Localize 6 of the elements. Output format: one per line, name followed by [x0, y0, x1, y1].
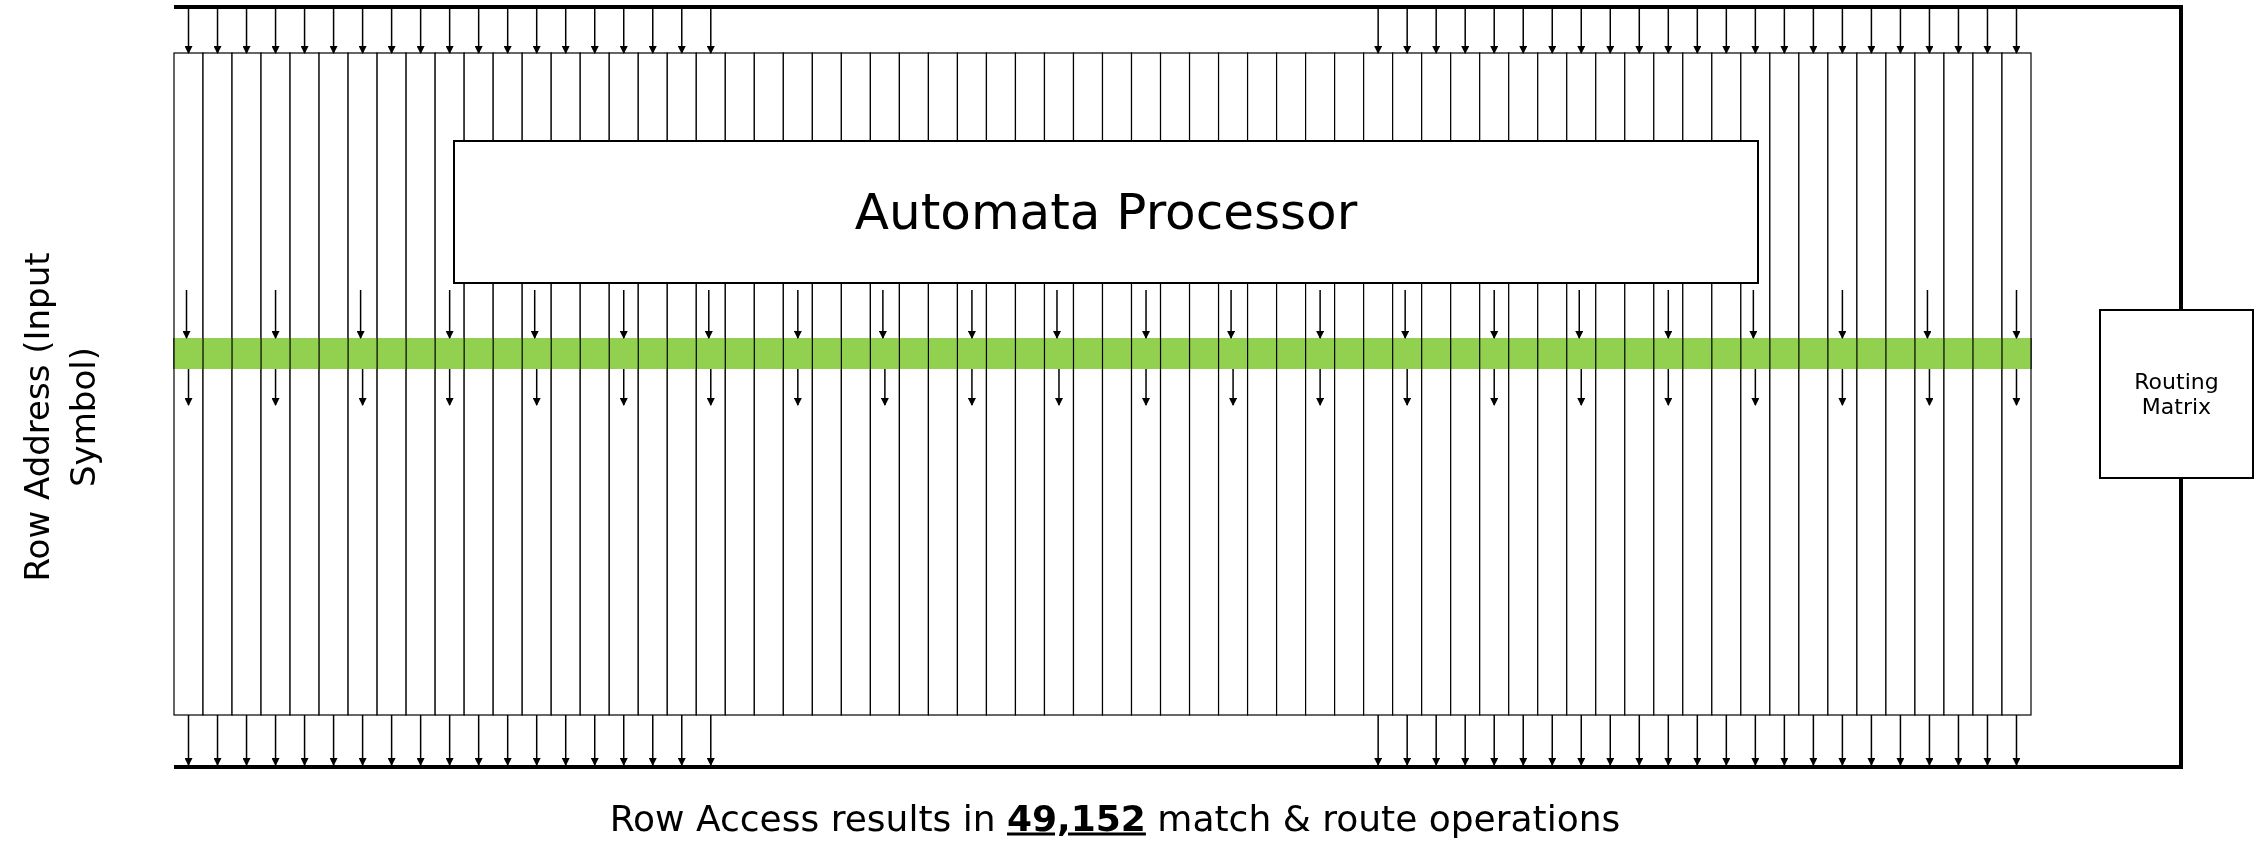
- node-label: Automata Processor: [853, 183, 1359, 241]
- axis-label: Row Address (Input Symbol): [16, 251, 104, 584]
- processor-box: [453, 140, 1759, 284]
- routing-matrix-box: [2099, 309, 2254, 479]
- node-label: Routing Matrix: [2133, 369, 2220, 419]
- caption: Row Access results in 49,152 match & route operations: [609, 797, 1621, 839]
